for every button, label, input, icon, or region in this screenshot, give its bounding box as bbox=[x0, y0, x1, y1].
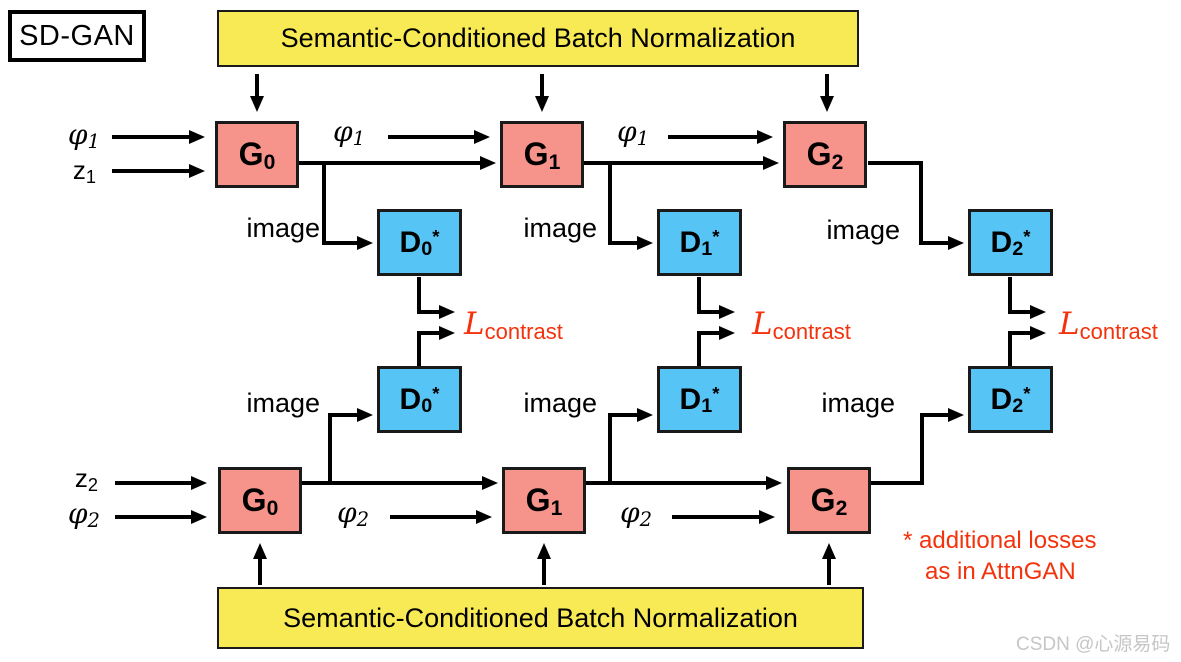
generator-g1-row2: G1 bbox=[502, 467, 586, 534]
diagram-title-box: SD-GAN bbox=[8, 10, 146, 62]
phi1-input-label: φ1 bbox=[67, 118, 100, 153]
loss-label-2: Lcontrast bbox=[752, 306, 851, 344]
phi2-input-label: φ2 bbox=[67, 497, 100, 532]
discriminator-d2-row2: D2* bbox=[968, 366, 1053, 433]
arrow-g0-to-d0-row2 bbox=[328, 408, 373, 483]
discriminator-d0-row1: D0* bbox=[377, 209, 462, 276]
arrow-d2-row2-to-loss bbox=[1008, 326, 1046, 366]
generator-g0-row1: G0 bbox=[215, 121, 299, 188]
image-label-2-row2: image bbox=[523, 388, 597, 418]
arrow-d0-row1-to-loss bbox=[417, 277, 455, 319]
phi1-mid2-label: φ1 bbox=[617, 115, 650, 150]
footnote-line1: * additional losses bbox=[903, 527, 1097, 554]
image-label-3-row1: image bbox=[826, 215, 900, 245]
norm-box-bottom: Semantic-Conditioned Batch Normalization bbox=[217, 587, 864, 649]
generator-g2-row1: G2 bbox=[783, 121, 867, 188]
footnote-line2: as in AttnGAN bbox=[925, 558, 1076, 585]
generator-g2-row2: G2 bbox=[787, 467, 871, 534]
arrow-g2-to-d2-row2 bbox=[871, 408, 964, 485]
loss-label-1: Lcontrast bbox=[464, 306, 563, 344]
discriminator-d0-row2: D0* bbox=[377, 366, 462, 433]
arrow-d2-row1-to-loss bbox=[1008, 277, 1046, 319]
watermark: CSDN @心源易码 bbox=[1016, 634, 1171, 655]
arrow-d1-row1-to-loss bbox=[697, 277, 735, 319]
image-label-1-row2: image bbox=[246, 388, 320, 418]
phi2-mid1-label: φ2 bbox=[337, 496, 370, 531]
norm-box-top: Semantic-Conditioned Batch Normalization bbox=[217, 10, 859, 67]
z2-input-label: z2 bbox=[74, 463, 98, 495]
loss-label-3: Lcontrast bbox=[1059, 306, 1158, 344]
arrow-d0-row2-to-loss bbox=[417, 326, 455, 366]
z1-input-label: z1 bbox=[72, 155, 96, 187]
arrow-g1-to-d1-row2 bbox=[608, 408, 653, 483]
norm-box-bottom-label: Semantic-Conditioned Batch Normalization bbox=[283, 602, 798, 633]
norm-box-top-label: Semantic-Conditioned Batch Normalization bbox=[280, 23, 796, 53]
arrow-d1-row2-to-loss bbox=[697, 326, 735, 366]
image-label-2-row1: image bbox=[523, 213, 597, 243]
image-label-3-row2: image bbox=[821, 388, 895, 418]
arrow-g1-to-d1-row1 bbox=[608, 163, 653, 250]
generator-g1-row1: G1 bbox=[500, 121, 584, 188]
diagram-title: SD-GAN bbox=[19, 19, 135, 52]
arrow-g0-to-d0-row1 bbox=[322, 163, 373, 250]
discriminator-d2-row1: D2* bbox=[968, 209, 1053, 276]
image-label-1-row1: image bbox=[246, 213, 320, 243]
phi1-mid1-label: φ1 bbox=[333, 115, 366, 150]
generator-g0-row2: G0 bbox=[218, 467, 302, 534]
discriminator-d1-row1: D1* bbox=[657, 209, 742, 276]
discriminator-d1-row2: D1* bbox=[657, 366, 742, 433]
phi2-mid2-label: φ2 bbox=[620, 496, 653, 531]
